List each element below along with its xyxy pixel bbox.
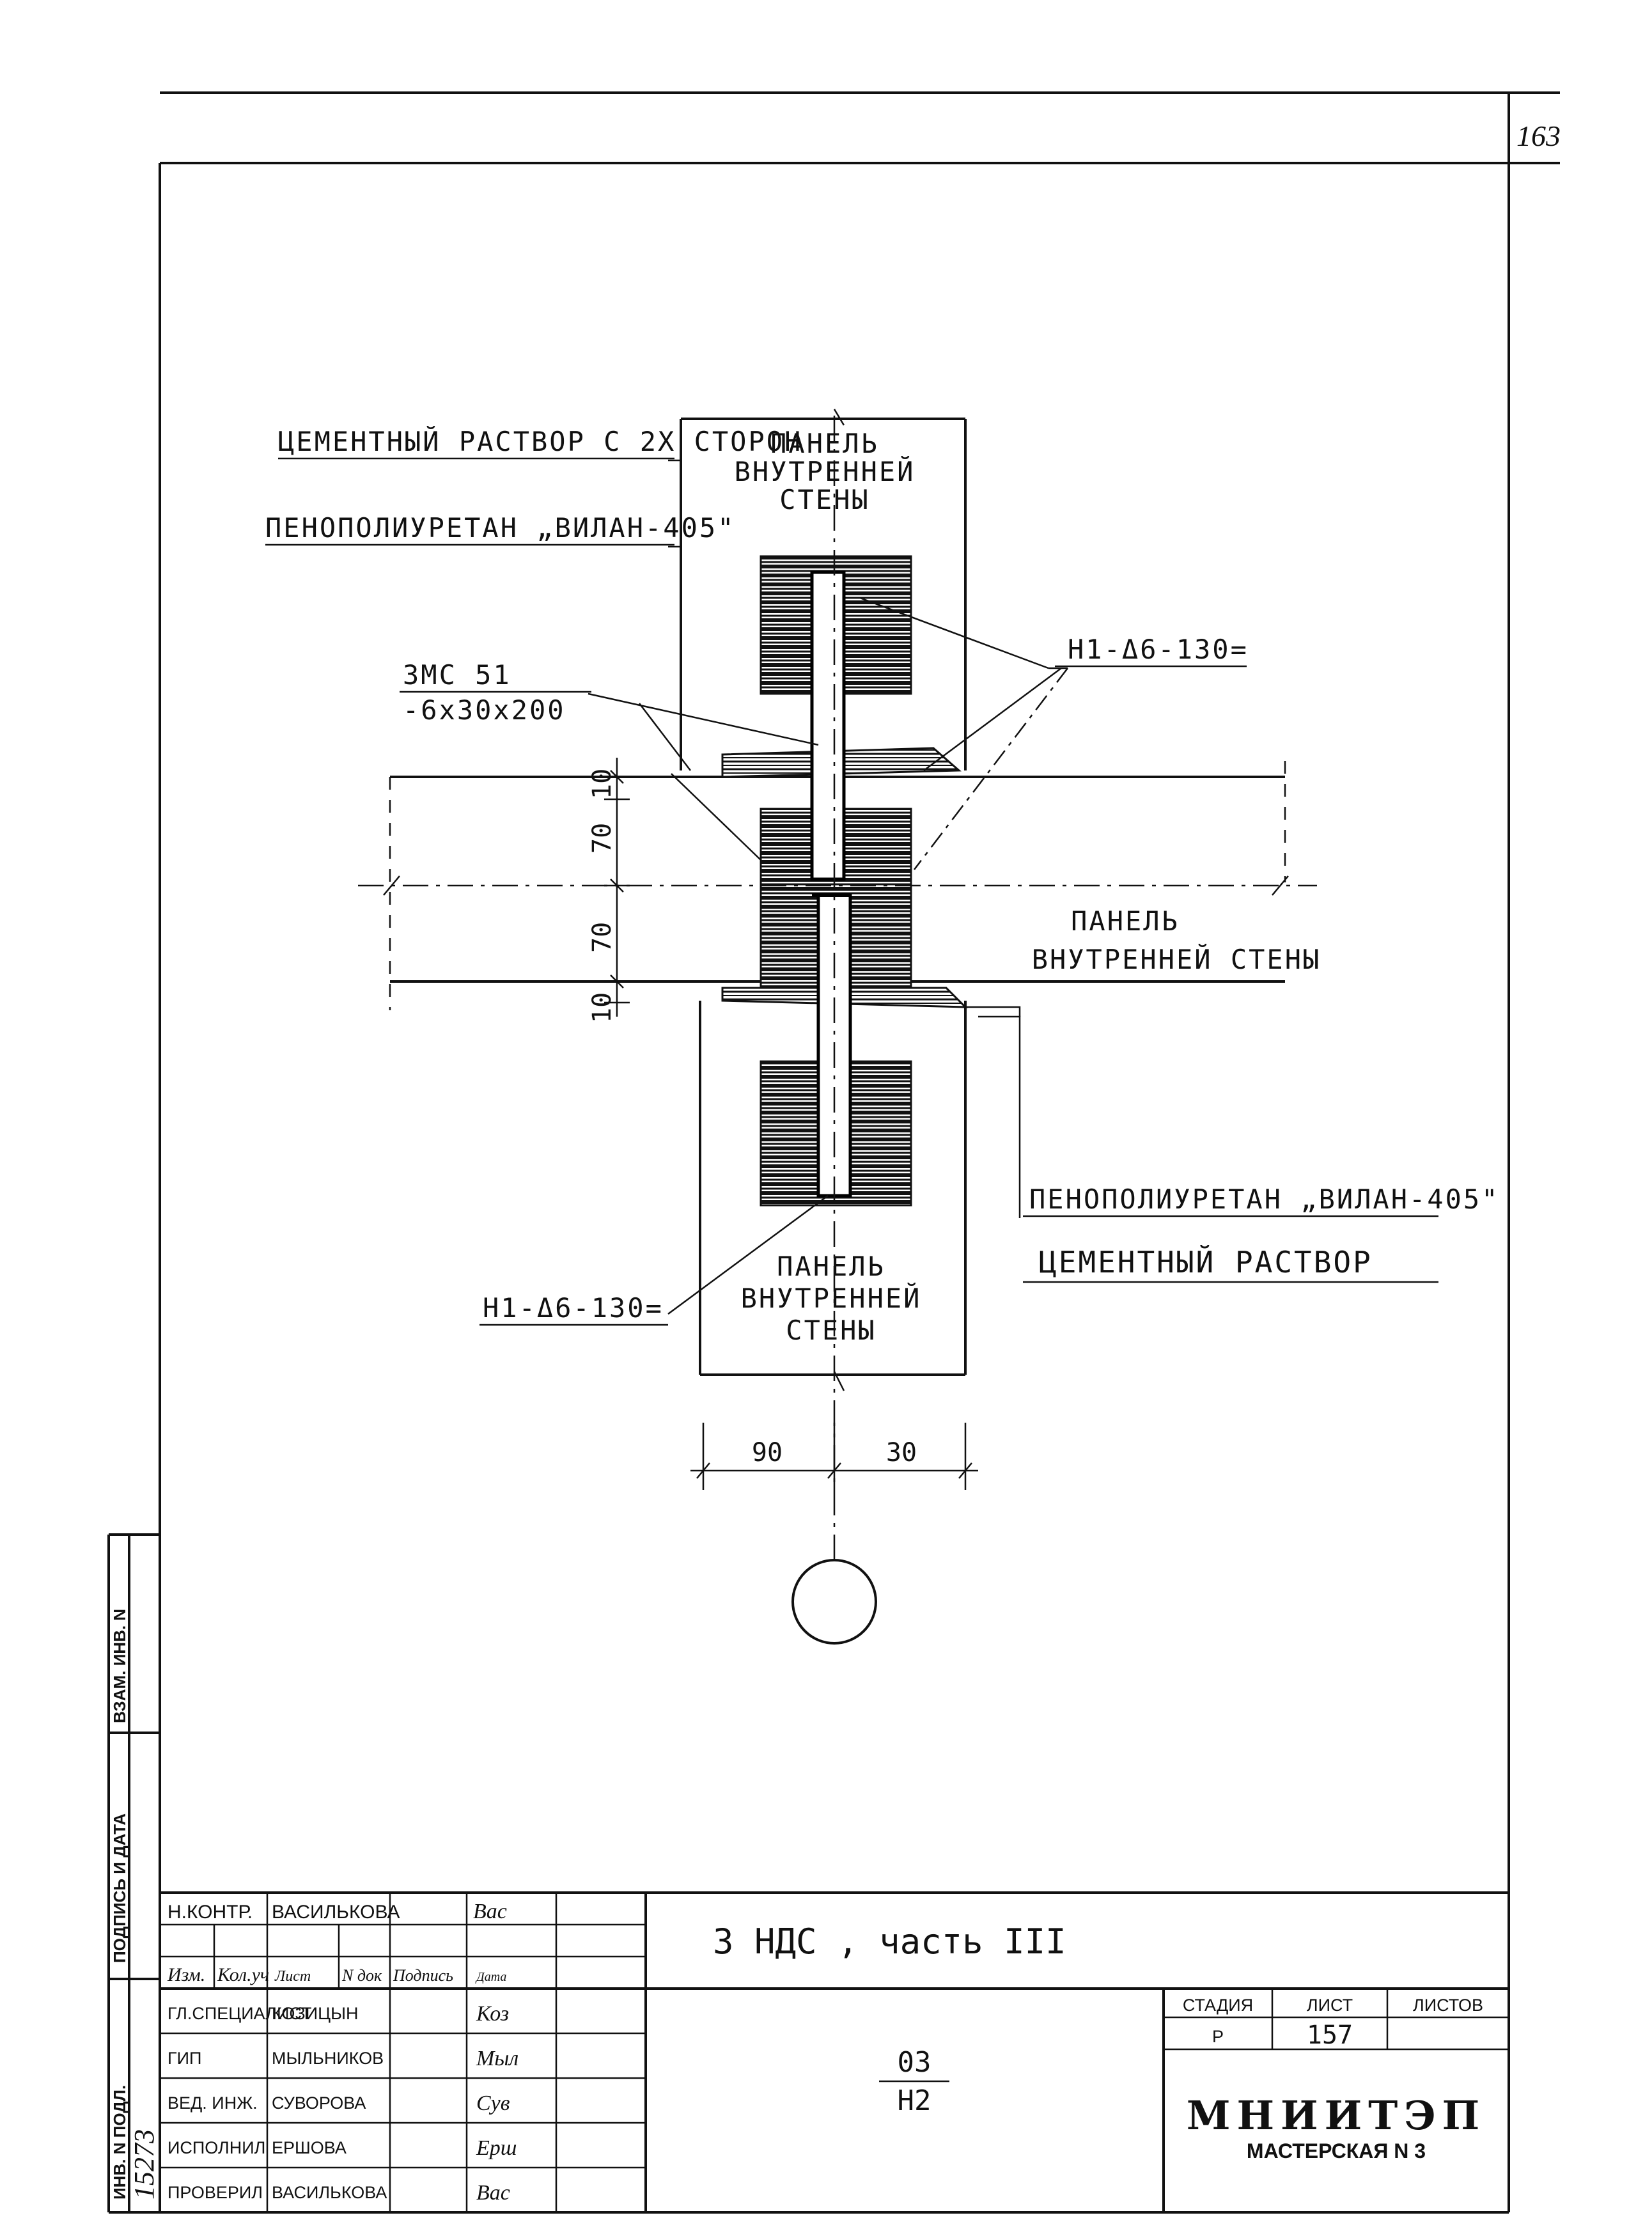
staff-sign-5: Вас: [476, 2181, 510, 2205]
stage-header: СТАДИЯ: [1183, 1996, 1253, 2015]
staff-name-3: СУВОРОВА: [272, 2093, 366, 2113]
staff-sign-2: Мыл: [476, 2047, 518, 2070]
header-sheet: Лист: [274, 1968, 311, 1985]
sheet-frame: [107, 91, 1560, 2214]
dim-horizontal-1: 90: [752, 1438, 783, 1467]
dim-vertical-4: 10: [588, 992, 617, 1023]
staff-name-1: КОЗИЦЫН: [272, 2004, 359, 2023]
sheet-number: 157: [1307, 2021, 1353, 2050]
sheet-code-bottom: Н2: [898, 2084, 931, 2117]
staff-sign-3: Сув: [476, 2091, 510, 2115]
norm-control-role: Н.КОНТР.: [168, 1902, 253, 1923]
label-panel-bottom-2: ВНУТРЕННЕЙ: [741, 1282, 922, 1314]
vertical-dimension-chain: [604, 758, 630, 1017]
label-panel-bottom-1: ПАНЕЛЬ: [777, 1251, 885, 1282]
sheet-header: ЛИСТ: [1307, 1996, 1353, 2015]
dim-vertical-1: 10: [588, 769, 617, 799]
stage-value: Р: [1212, 2027, 1224, 2046]
label-n1-left: Н1-Δ6-130=: [483, 1292, 664, 1324]
title-block-grid: [160, 1891, 1509, 2212]
staff-name-5: ВАСИЛЬКОВА: [272, 2183, 387, 2202]
lower-panel-outline: [699, 1001, 967, 1376]
header-doc-no: N док: [341, 1966, 382, 1985]
side-stamps: [109, 1533, 160, 2212]
staff-name-2: МЫЛЬНИКОВ: [272, 2049, 384, 2068]
header-signature: Подпись: [393, 1966, 453, 1985]
dim-vertical-3: 70: [588, 922, 617, 953]
label-cement-bottom: ЦЕМЕНТНЫЙ РАСТВОР: [1039, 1245, 1373, 1279]
header-change: Изм.: [167, 1964, 205, 1985]
side-stamp-inv-original: ИНВ. N ПОДЛ.: [110, 2085, 129, 2200]
dim-horizontal-2: 30: [886, 1438, 917, 1467]
dim-vertical-2: 70: [588, 823, 617, 854]
label-embed-code: ЗМС 51: [403, 659, 511, 691]
staff-sign-1: Коз: [476, 2002, 509, 2026]
norm-control-signature: Вас: [473, 1900, 507, 1923]
handwritten-inventory-number: 15273: [129, 2129, 160, 2200]
steel-plate-upper: [810, 570, 846, 881]
leader-lines: [588, 459, 1068, 1315]
staff-role-4: ИСПОЛНИЛ: [168, 2138, 265, 2157]
sheet-corner-number: 163: [1516, 120, 1561, 152]
label-panel-top-2: ВНУТРЕННЕЙ: [735, 455, 916, 487]
staff-name-4: ЕРШОВА: [272, 2138, 347, 2157]
label-panel-bottom-3: СТЕНЫ: [786, 1315, 876, 1346]
organization-name: МНИИТЭП: [1187, 2092, 1486, 2139]
axis-marker-circle: [791, 1559, 877, 1645]
label-foam-bottom: ПЕНОПОЛИУРЕТАН „ВИЛАН-405": [1029, 1184, 1499, 1215]
label-panel-top-3: СТЕНЫ: [779, 484, 869, 515]
label-panel-middle-1: ПАНЕЛЬ: [1071, 905, 1180, 937]
upper-panel-outline: [680, 418, 967, 770]
label-n1-right: Н1-Δ6-130=: [1068, 634, 1249, 665]
side-stamp-replacement-inv: ВЗАМ. ИНВ. N: [110, 1609, 129, 1723]
horizontal-dimension-chain: [690, 1423, 978, 1490]
staff-role-5: ПРОВЕРИЛ: [168, 2183, 263, 2202]
label-panel-middle-2: ВНУТРЕННЕЙ СТЕНЫ: [1032, 943, 1321, 975]
header-qty: Кол.уч: [217, 1964, 269, 1985]
side-stamp-signature-date: ПОДПИСЬ И ДАТА: [110, 1813, 129, 1963]
staff-role-1: ГЛ.СПЕЦИАЛИСТ: [168, 2004, 311, 2023]
sheets-header: ЛИСТОВ: [1413, 1996, 1483, 2015]
staff-role-3: ВЕД. ИНЖ.: [168, 2093, 258, 2113]
header-date: Дата: [475, 1970, 506, 1984]
staff-sign-4: Ерш: [476, 2136, 517, 2160]
label-cement-two-sides: ЦЕМЕНТНЫЙ РАСТВОР С 2Х СТОРОН: [278, 425, 802, 457]
staff-role-2: ГИП: [168, 2049, 201, 2068]
project-title: 3 НДС , часть III: [713, 1921, 1066, 1962]
label-foam-top: ПЕНОПОЛИУРЕТАН „ВИЛАН-405": [265, 512, 735, 543]
label-panel-top-1: ПАНЕЛЬ: [770, 428, 879, 459]
norm-control-name: ВАСИЛЬКОВА: [272, 1902, 400, 1923]
sheet-code-top: 03: [898, 2046, 931, 2079]
joint-detail-drawing: ЦЕМЕНТНЫЙ РАСТВОР С 2Х СТОРОН ПЕНОПОЛИУР…: [265, 409, 1499, 1645]
label-embed-size: -6х30х200: [403, 694, 566, 726]
workshop-name: МАСТЕРСКАЯ N 3: [1247, 2139, 1426, 2162]
